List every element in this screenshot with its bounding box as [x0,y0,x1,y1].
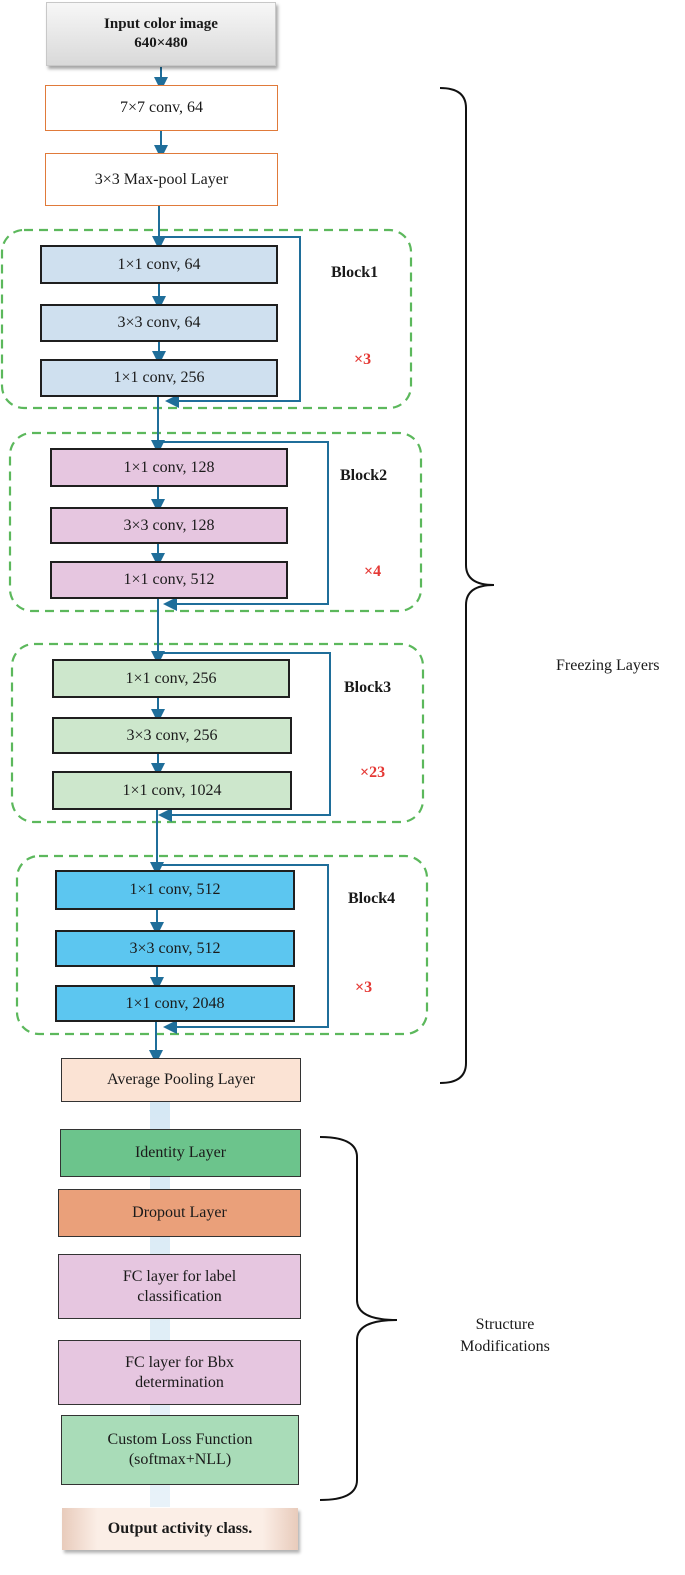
layer-label: 3×3 conv, 512 [129,939,221,957]
maxpool-box: 3×3 Max-pool Layer [45,153,278,206]
block2-container [8,431,423,613]
output-class-label: Output activity class. [107,1520,253,1537]
freezing-layers-label: Freezing Layers [556,657,660,674]
layer-label: 3×3 conv, 64 [117,314,201,331]
block3-skip [158,652,331,822]
avg-pooling-label: Average Pooling Layer [106,1071,256,1088]
fc-bbx-box: FC layer for Bbx determination [58,1340,301,1405]
layer-label: 1×1 conv, 2048 [125,994,225,1012]
input-line1: Input color image [104,16,218,32]
layer-label: 3×3 conv, 256 [126,726,218,744]
block4-repeat: ×3 [355,979,373,996]
block1-layer1: 1×1 conv, 64 [40,245,278,284]
input-image-box: Input color image 640×480 [46,2,276,66]
layer-label: 1×1 conv, 512 [123,571,215,588]
layer-label: 3×3 conv, 128 [123,516,215,534]
input-line2: 640×480 [134,35,188,51]
fc-label-box: FC layer for label classification [58,1254,301,1319]
layer-label: 1×1 conv, 64 [117,255,201,273]
block3-layer3: 1×1 conv, 1024 [52,771,292,810]
structure-brace [319,1136,398,1501]
fc-label-line2: classification [137,1287,222,1305]
block3-container [10,642,425,824]
structure-line2: Modifications [460,1338,550,1355]
block3-title: Block3 [344,679,392,696]
identity-layer-label: Identity Layer [134,1144,227,1161]
block4-layer1: 1×1 conv, 512 [55,870,295,910]
dropout-layer-box: Dropout Layer [58,1189,301,1237]
block1-skip [161,236,301,408]
block2-layer1: 1×1 conv, 128 [50,448,288,487]
conv7x7-box: 7×7 conv, 64 [45,85,278,131]
layer-label: 1×1 conv, 512 [129,881,221,898]
block2-layer2: 3×3 conv, 128 [50,507,288,544]
avg-pooling-box: Average Pooling Layer [61,1058,301,1102]
layer-label: 1×1 conv, 256 [113,369,205,386]
custom-loss-box: Custom Loss Function (softmax+NLL) [61,1415,299,1485]
output-class-box: Output activity class. [62,1508,298,1550]
block2-skip [160,441,329,611]
block1-layer3: 1×1 conv, 256 [40,359,278,397]
fc-bbx-line2: determination [135,1373,224,1391]
block4-container [15,854,429,1036]
layer-label: 1×1 conv, 128 [123,458,215,476]
conv7x7-label: 7×7 conv, 64 [119,99,204,116]
block1-title: Block1 [331,264,379,281]
block2-repeat: ×4 [364,563,382,580]
layer-label: 1×1 conv, 256 [125,669,217,687]
maxpool-label: 3×3 Max-pool Layer [94,170,229,188]
layer-label: 1×1 conv, 1024 [122,781,222,799]
block4-skip [159,864,329,1034]
custom-loss-line1: Custom Loss Function [107,1431,253,1448]
block2-layer3: 1×1 conv, 512 [50,561,288,599]
block1-container [0,228,413,410]
block1-layer2: 3×3 conv, 64 [40,304,278,342]
structure-line1: Structure [475,1316,535,1333]
block1-repeat: ×3 [354,351,372,368]
block3-repeat: ×23 [360,764,386,781]
block2-title: Block2 [340,467,388,484]
freezing-brace [439,87,495,1084]
block4-title: Block4 [348,890,396,907]
identity-layer-box: Identity Layer [60,1129,301,1177]
custom-loss-line2: (softmax+NLL) [128,1451,232,1468]
block4-layer3: 1×1 conv, 2048 [55,985,295,1022]
block4-layer2: 3×3 conv, 512 [55,930,295,967]
block3-layer1: 1×1 conv, 256 [52,659,290,698]
dropout-layer-label: Dropout Layer [132,1204,227,1221]
block3-layer2: 3×3 conv, 256 [52,717,292,754]
fc-bbx-line1: FC layer for Bbx [125,1353,234,1371]
structure-modifications-label: Structure Modifications [445,1314,565,1358]
fc-label-line1: FC layer for label [122,1267,237,1285]
